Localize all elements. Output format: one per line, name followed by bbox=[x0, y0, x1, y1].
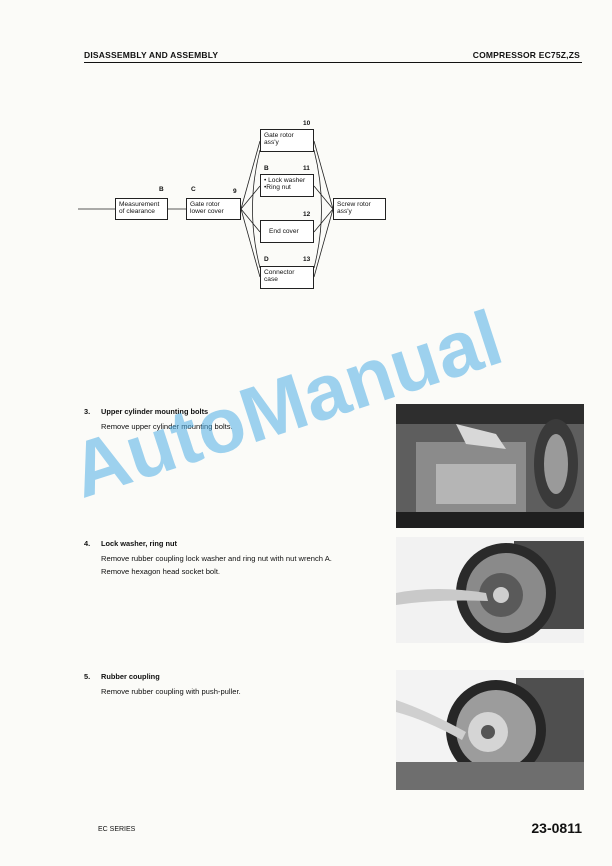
label-connector-case-right: 13 bbox=[303, 256, 311, 263]
step-number: 3. bbox=[84, 407, 91, 416]
ring-nut-line: •Ring nut bbox=[264, 184, 291, 192]
photo-upper-cylinder-bolts bbox=[396, 404, 584, 528]
step-instruction: Remove rubber coupling with push-puller. bbox=[101, 687, 241, 696]
box-lock-washer-ring-nut: • Lock washer •Ring nut bbox=[260, 174, 314, 197]
step-body: Remove rubber coupling lock washer and r… bbox=[101, 553, 371, 578]
box-screw-rotor-assy: Screw rotor ass'y bbox=[333, 198, 386, 220]
photo-rubber-coupling bbox=[396, 670, 584, 790]
step-body: Remove rubber coupling with push-puller. bbox=[101, 686, 371, 699]
footer-series: EC SERIES bbox=[98, 826, 136, 833]
step-5: 5. Rubber coupling Remove rubber couplin… bbox=[84, 672, 374, 712]
step-number: 5. bbox=[84, 672, 91, 681]
step-title: Upper cylinder mounting bolts bbox=[101, 407, 209, 416]
diagram-connectors bbox=[78, 140, 334, 278]
box-gate-rotor-assy: Gate rotor ass'y bbox=[260, 129, 314, 152]
box-end-cover: End cover bbox=[260, 220, 314, 243]
step-4: 4. Lock washer, ring nut Remove rubber c… bbox=[84, 539, 374, 609]
label-gate-rotor-lower-left: C bbox=[191, 186, 196, 193]
label-end-cover: 12 bbox=[303, 211, 311, 218]
step-3: 3. Upper cylinder mounting bolts Remove … bbox=[84, 407, 374, 467]
box-measurement-of-clearance: Measurement of clearance bbox=[115, 198, 168, 220]
box-connector-case: Connector case bbox=[260, 266, 314, 289]
page-number: 23-0811 bbox=[531, 820, 582, 836]
step-title: Rubber coupling bbox=[101, 672, 160, 681]
label-measurement: B bbox=[159, 186, 164, 193]
step-number: 4. bbox=[84, 539, 91, 548]
header-rule bbox=[84, 62, 582, 63]
component-title: COMPRESSOR EC75Z,ZS bbox=[472, 50, 580, 60]
photo-lock-washer-ring-nut bbox=[396, 537, 584, 643]
label-lock-washer-right: 11 bbox=[303, 165, 310, 172]
label-gate-rotor-lower-right: 9 bbox=[233, 188, 237, 195]
step-instruction: Remove upper cylinder mounting bolts. bbox=[101, 422, 233, 431]
step-body: Remove upper cylinder mounting bolts. bbox=[101, 421, 371, 434]
step-instruction: Remove rubber coupling lock washer and r… bbox=[101, 554, 332, 563]
label-connector-case-left: D bbox=[264, 256, 269, 263]
label-lock-washer-left: B bbox=[264, 165, 269, 172]
lock-washer-line: • Lock washer bbox=[264, 177, 306, 184]
label-gate-rotor-assy: 10 bbox=[303, 120, 311, 127]
step-instruction: Remove hexagon head socket bolt. bbox=[101, 566, 221, 576]
section-title: DISASSEMBLY AND ASSEMBLY bbox=[84, 50, 219, 60]
box-gate-rotor-lower-cover: Gate rotor lower cover bbox=[186, 198, 241, 220]
step-title: Lock washer, ring nut bbox=[101, 539, 177, 548]
